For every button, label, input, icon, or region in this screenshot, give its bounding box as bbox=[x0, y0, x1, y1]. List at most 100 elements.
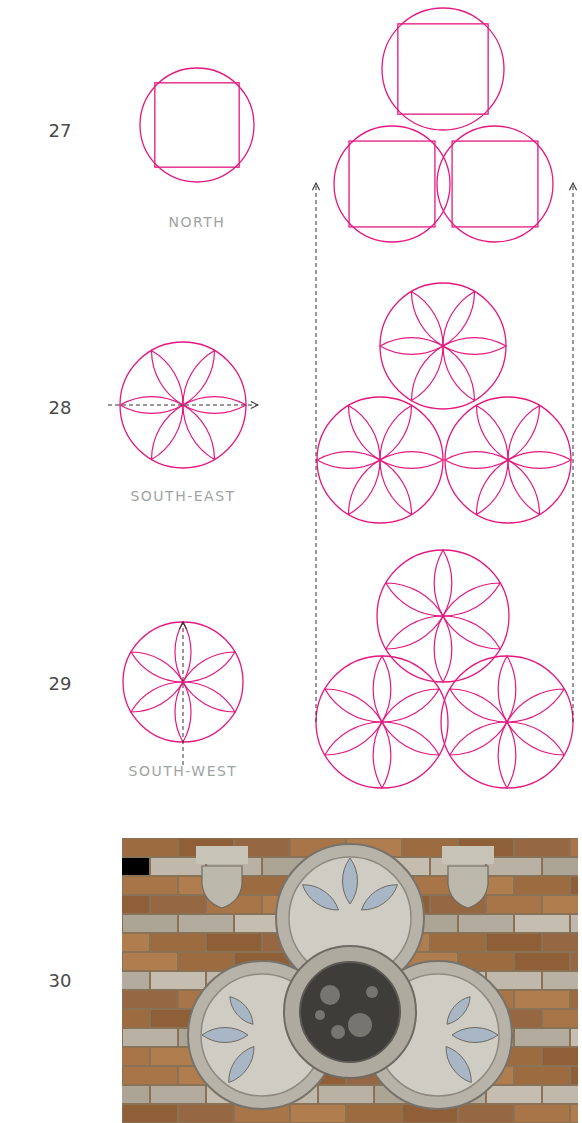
rosette-petal bbox=[183, 682, 235, 712]
wall-brick bbox=[319, 1086, 373, 1103]
wall-brick bbox=[347, 1105, 401, 1122]
construction-circle bbox=[317, 397, 443, 523]
shield-bracket bbox=[442, 846, 494, 864]
wall-brick bbox=[151, 896, 205, 913]
glass-petal bbox=[302, 885, 338, 910]
glass-petal bbox=[361, 885, 397, 910]
wall-brick bbox=[123, 1105, 177, 1122]
wall-brick bbox=[122, 934, 149, 951]
glass-stain bbox=[331, 1025, 345, 1039]
wall-brick bbox=[487, 1086, 541, 1103]
wall-brick bbox=[123, 991, 177, 1008]
rosette-petal bbox=[386, 616, 443, 649]
wall-brick bbox=[543, 1086, 578, 1103]
wall-brick bbox=[151, 1086, 205, 1103]
inscribed-square bbox=[349, 141, 435, 227]
wall-brick bbox=[123, 839, 177, 856]
rosette-petal bbox=[325, 722, 382, 755]
glass-petal bbox=[230, 997, 253, 1025]
inscribed-square bbox=[398, 24, 488, 114]
construction-circle bbox=[445, 397, 571, 523]
wall-brick bbox=[543, 1048, 578, 1065]
inscribed-square bbox=[155, 83, 239, 167]
glass-petal bbox=[343, 858, 358, 904]
wall-brick bbox=[543, 896, 578, 913]
construction-circle bbox=[380, 283, 506, 409]
figure-number: 30 bbox=[49, 970, 72, 991]
wall-brick bbox=[571, 1029, 578, 1046]
rosette-petal bbox=[183, 350, 215, 405]
wall-brick bbox=[571, 1105, 578, 1122]
figure-number: 29 bbox=[49, 673, 72, 694]
wall-brick bbox=[151, 934, 205, 951]
wall-brick bbox=[543, 1010, 578, 1027]
construction-circle bbox=[382, 8, 504, 130]
wall-brick bbox=[122, 896, 149, 913]
rosette-petal bbox=[382, 722, 439, 755]
construction-circle bbox=[334, 126, 450, 242]
wall-brick bbox=[515, 915, 569, 932]
rosette-petal bbox=[508, 460, 540, 515]
wall-brick bbox=[291, 1105, 345, 1122]
rosette-petal bbox=[349, 405, 381, 460]
orientation-label: NORTH bbox=[169, 214, 226, 230]
construction-circle bbox=[437, 126, 553, 242]
central-glass bbox=[300, 962, 400, 1062]
rosette-petal bbox=[183, 405, 215, 460]
rosette-petal bbox=[183, 652, 235, 682]
wall-brick bbox=[543, 934, 578, 951]
rosette-petal bbox=[507, 689, 564, 722]
wall-brick bbox=[122, 1010, 149, 1027]
wall-brick bbox=[543, 858, 578, 875]
wall-brick bbox=[571, 1067, 578, 1084]
inscribed-square bbox=[452, 141, 538, 227]
wall-brick bbox=[122, 1086, 149, 1103]
central-ring bbox=[284, 946, 416, 1078]
wall-brick bbox=[487, 934, 541, 951]
wall-brick bbox=[459, 915, 513, 932]
wall-brick bbox=[122, 1048, 149, 1065]
rosette-petal bbox=[477, 405, 509, 460]
glass-petal bbox=[229, 1046, 254, 1082]
glass-stain bbox=[315, 1010, 325, 1020]
construction-circle bbox=[377, 550, 509, 682]
rosette-petal bbox=[152, 350, 184, 405]
rosette-petal bbox=[412, 291, 444, 346]
glass-petal bbox=[452, 1028, 498, 1043]
wall-brick bbox=[122, 858, 149, 875]
construction-circle bbox=[140, 68, 254, 182]
wall-brick bbox=[179, 953, 233, 970]
rosette-petal bbox=[443, 616, 500, 649]
rosette-petal bbox=[450, 722, 507, 755]
wall-brick bbox=[571, 991, 578, 1008]
glass-petal bbox=[446, 1046, 471, 1082]
wall-brick bbox=[487, 858, 541, 875]
wall-brick bbox=[123, 877, 177, 894]
glass-stain bbox=[366, 986, 378, 998]
wall-brick bbox=[487, 896, 541, 913]
dashed-arrow bbox=[573, 183, 574, 722]
wall-brick bbox=[515, 1029, 569, 1046]
wall-brick bbox=[179, 915, 233, 932]
rosette-petal bbox=[380, 460, 412, 515]
wall-brick bbox=[515, 953, 569, 970]
rosette-petal bbox=[443, 346, 475, 401]
wall-brick bbox=[151, 972, 205, 989]
wall-brick bbox=[123, 1029, 177, 1046]
rosette-petal bbox=[443, 583, 500, 616]
glass-petal bbox=[447, 997, 470, 1025]
wall-brick bbox=[515, 1067, 569, 1084]
shield-bracket bbox=[196, 846, 248, 864]
wall-brick bbox=[459, 1105, 513, 1122]
wall-brick bbox=[571, 877, 578, 894]
figure-number: 27 bbox=[49, 120, 72, 141]
wall-ground bbox=[122, 838, 578, 1123]
wall-brick bbox=[431, 934, 485, 951]
heraldic-shield bbox=[448, 866, 488, 908]
wall-brick bbox=[123, 1067, 177, 1084]
wall-brick bbox=[571, 915, 578, 932]
glass-stain bbox=[348, 1013, 372, 1037]
wall-brick bbox=[571, 953, 578, 970]
construction-circle bbox=[316, 656, 448, 788]
